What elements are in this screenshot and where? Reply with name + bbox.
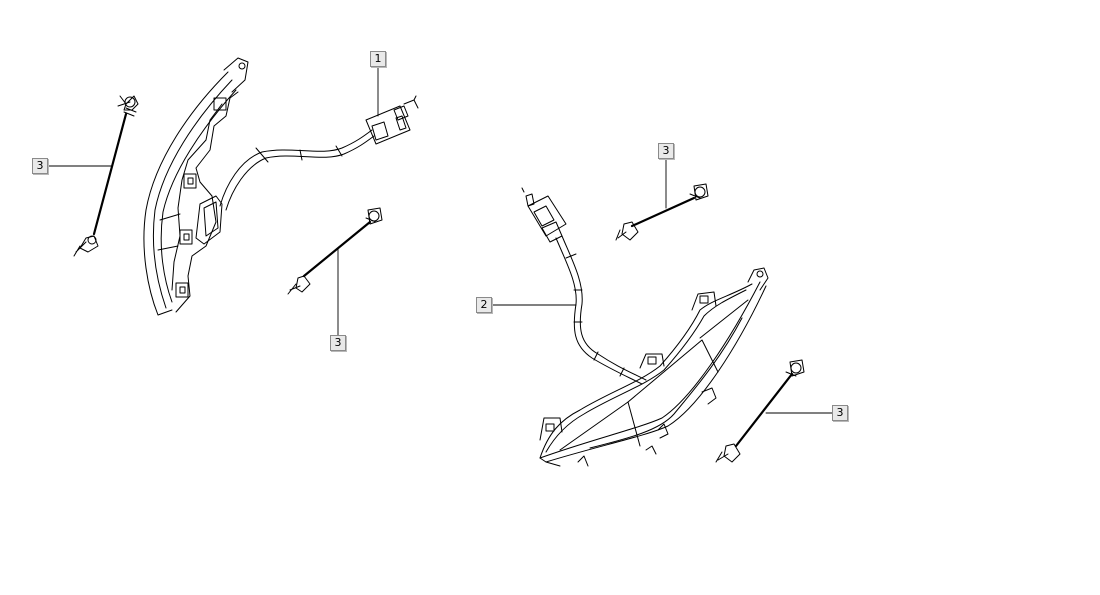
screw-left-upper (117, 95, 139, 117)
screw-right-lower-upper (785, 359, 805, 377)
right-turn-signal-lamp (539, 267, 769, 467)
leader-lines (47, 66, 833, 414)
callout-item-3: 3 (832, 405, 848, 421)
screw-right-upper-lower (615, 221, 639, 241)
screw-right-upper (689, 183, 709, 201)
callout-item-1: 1 (370, 51, 386, 67)
right-lamp-wiring-harness (521, 187, 647, 385)
screw-left-middle-lower (287, 275, 311, 295)
callout-item-2: 2 (476, 297, 492, 313)
screw-left-middle-upper (365, 207, 383, 225)
callout-item-3: 3 (32, 158, 48, 174)
screw-left-lower (73, 235, 99, 257)
callout-item-3: 3 (658, 143, 674, 159)
left-turn-signal-lamp (143, 57, 249, 316)
callout-item-3: 3 (330, 335, 346, 351)
left-lamp-wiring-harness (219, 95, 419, 211)
screw-right-lower-lower (715, 443, 741, 463)
